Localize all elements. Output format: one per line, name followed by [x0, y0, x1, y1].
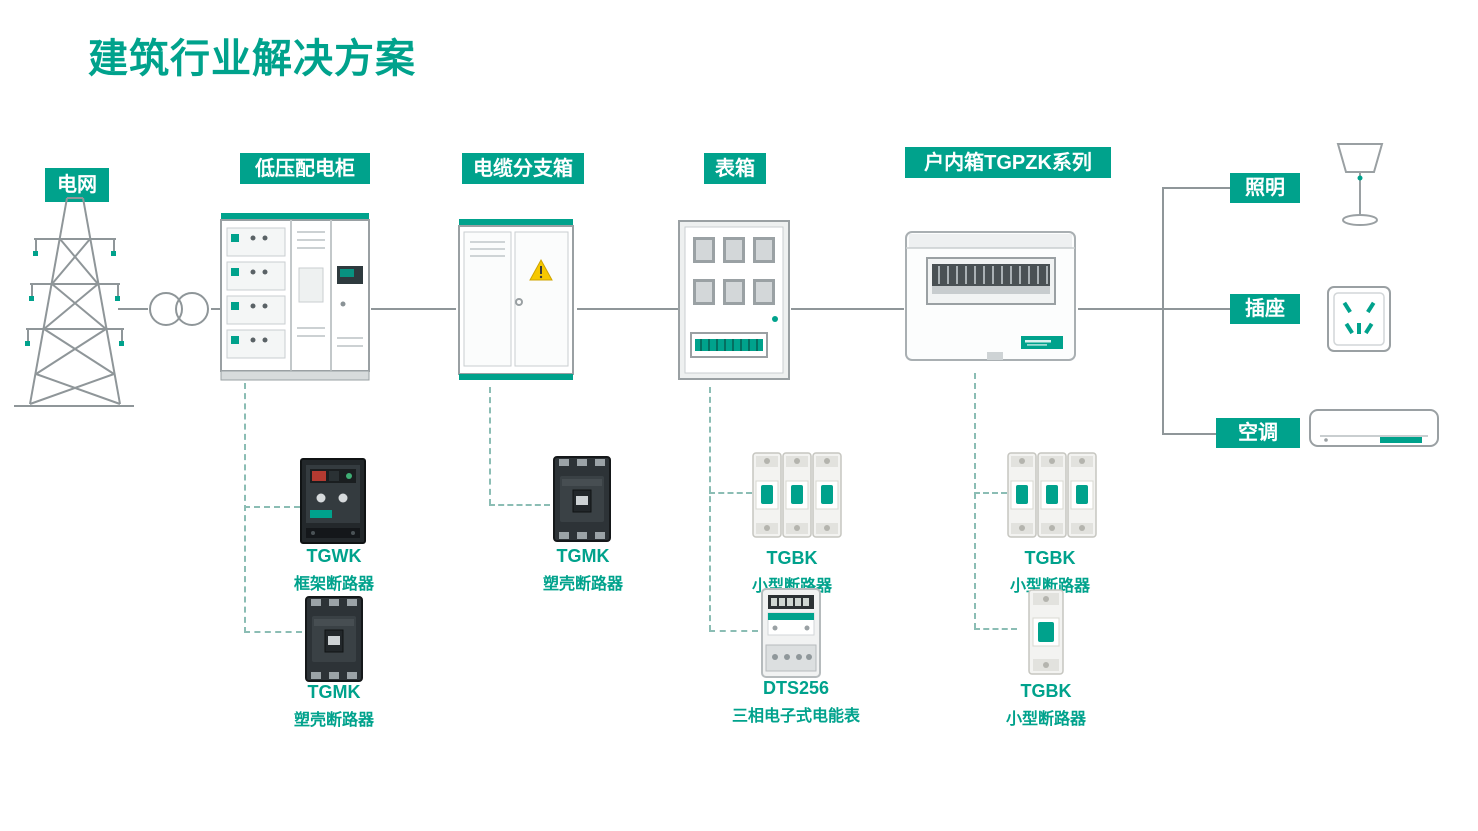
load-label-socket: 插座	[1230, 294, 1300, 324]
line-load-trunk	[1162, 187, 1164, 435]
transmission-tower-icon	[14, 197, 134, 407]
product-name: 塑壳断路器	[542, 576, 623, 593]
product-entry-tgbk-3: TGBK 小型断路器	[980, 681, 1112, 729]
product-entry-tgwk: TGWK 框架断路器	[268, 546, 400, 594]
cable-branch-box-icon	[458, 219, 574, 380]
dash-meterbox-p5	[709, 630, 758, 632]
air-conditioner-icon	[1309, 409, 1439, 447]
tgmk-molded-case-breaker-image	[305, 596, 363, 682]
product-model: TGBK	[1020, 681, 1072, 701]
node-label-cabinet: 低压配电柜	[240, 153, 370, 184]
line-tower-transformer	[118, 308, 148, 310]
lv-distribution-cabinet-icon	[220, 213, 370, 381]
line-transformer-cabinet	[211, 308, 223, 310]
line-trunk-socket	[1164, 308, 1230, 310]
tgmk-molded-case-breaker-image	[553, 456, 611, 542]
tgwk-frame-breaker-image	[300, 458, 366, 544]
product-name: 小型断路器	[1005, 711, 1086, 728]
dash-branchbox-down	[489, 387, 491, 505]
product-model: TGMK	[307, 682, 361, 702]
dash-meterbox-p4	[709, 492, 752, 494]
product-model: TGMK	[556, 546, 610, 566]
product-model: TGWK	[306, 546, 362, 566]
dash-indoorbox-p7	[974, 628, 1017, 630]
meter-box-icon	[678, 220, 790, 380]
product-entry-tgmk-2: TGMK 塑壳断路器	[268, 682, 400, 730]
dts256-energy-meter-image	[761, 588, 821, 678]
line-trunk-lighting	[1164, 187, 1230, 189]
dash-cabinet-p2	[244, 631, 302, 633]
line-indoorbox-trunk	[1078, 308, 1164, 310]
product-name: 塑壳断路器	[293, 712, 374, 729]
load-label-ac: 空调	[1216, 418, 1300, 448]
product-model: DTS256	[762, 678, 830, 698]
product-entry-dts256: DTS256 三相电子式电能表	[716, 678, 876, 726]
dash-cabinet-down	[244, 383, 246, 633]
line-branchbox-meterbox	[577, 308, 678, 310]
dash-branchbox-p3	[489, 504, 550, 506]
tgbk-miniature-breaker-image	[1028, 589, 1064, 675]
product-model: TGBK	[1024, 548, 1076, 568]
wall-socket-icon	[1327, 286, 1391, 352]
page-title: 建筑行业解决方案	[88, 37, 416, 81]
dash-indoorbox-down	[974, 373, 976, 629]
node-label-indoor-box: 户内箱TGPZK系列	[905, 147, 1111, 178]
tgbk-miniature-breaker-image	[1007, 452, 1097, 538]
node-label-meter-box: 表箱	[704, 153, 766, 184]
node-label-branch-box: 电缆分支箱	[462, 153, 584, 184]
line-trunk-ac	[1164, 433, 1230, 435]
product-entry-tgmk-1: TGMK 塑壳断路器	[517, 546, 649, 594]
product-name: 框架断路器	[293, 576, 374, 593]
product-name: 三相电子式电能表	[731, 708, 860, 725]
dash-cabinet-p1	[244, 506, 300, 508]
dash-indoorbox-p6	[974, 492, 1007, 494]
node-label-grid: 电网	[45, 168, 109, 202]
transformer-icon	[149, 292, 209, 326]
line-meterbox-indoorbox	[791, 308, 904, 310]
dash-meterbox-down	[709, 387, 711, 631]
line-cabinet-branchbox	[371, 308, 456, 310]
desk-lamp-icon	[1336, 143, 1384, 226]
tgbk-miniature-breaker-image	[752, 452, 842, 538]
product-model: TGBK	[766, 548, 818, 568]
load-label-lighting: 照明	[1230, 173, 1300, 203]
indoor-distribution-box-icon	[905, 231, 1076, 361]
